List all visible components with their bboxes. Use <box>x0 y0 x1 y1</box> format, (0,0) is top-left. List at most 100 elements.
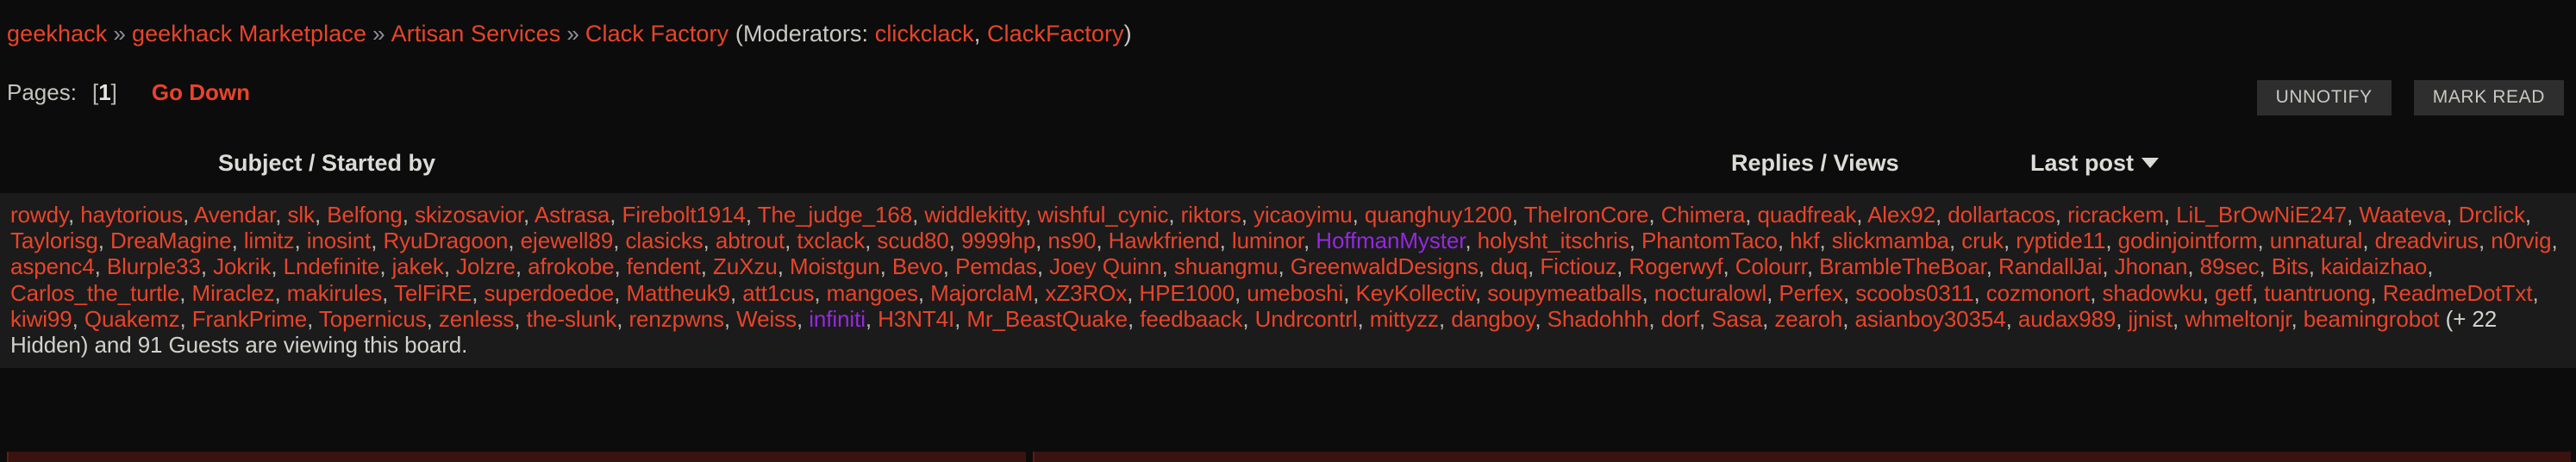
user-online-link[interactable]: BrambleTheBoar <box>1819 253 1986 280</box>
user-online-link[interactable]: unnatural <box>2269 228 2363 254</box>
user-online-link[interactable]: haytorious <box>80 202 184 228</box>
user-online-link[interactable]: RyuDragoon <box>383 228 509 254</box>
user-online-link[interactable]: wishful_cynic <box>1037 202 1169 228</box>
user-online-link[interactable]: rowdy <box>10 202 68 228</box>
user-online-link[interactable]: scoobs0311 <box>1855 279 1974 306</box>
user-online-link[interactable]: Mattheuk9 <box>626 279 730 306</box>
user-online-link[interactable]: quanghuy1200 <box>1364 202 1512 228</box>
user-online-link[interactable]: ricrackem <box>2067 202 2164 228</box>
user-online-link[interactable]: Jolzre <box>456 253 516 280</box>
user-online-link[interactable]: Bits <box>2271 253 2309 280</box>
user-online-link[interactable]: Astrasa <box>534 202 610 228</box>
user-online-link[interactable]: MajorclaM <box>930 279 1034 306</box>
user-online-link[interactable]: dangboy <box>1451 305 1535 332</box>
user-online-link[interactable]: xZ3ROx <box>1045 279 1128 306</box>
user-online-link[interactable]: makirules <box>286 279 383 306</box>
user-online-link[interactable]: Mr_BeastQuake <box>966 305 1128 332</box>
user-online-link[interactable]: inosint <box>306 228 372 254</box>
user-online-link[interactable]: Jhonan <box>2114 253 2188 280</box>
user-online-link[interactable]: ns90 <box>1047 228 1097 254</box>
user-online-link[interactable]: Alex92 <box>1867 202 1935 228</box>
user-online-link[interactable]: zenless <box>438 305 515 332</box>
user-online-link[interactable]: LiL_BrOwNiE247 <box>2176 202 2348 228</box>
user-online-link[interactable]: Miraclez <box>191 279 275 306</box>
user-online-link[interactable]: Perfex <box>1779 279 1843 306</box>
user-online-link[interactable]: Undrcontrl <box>1254 305 1358 332</box>
user-online-link[interactable]: Quakemz <box>84 305 180 332</box>
user-online-link[interactable]: DreaMagine <box>109 228 232 254</box>
user-online-link[interactable]: luminor <box>1231 228 1304 254</box>
user-online-link[interactable]: ReadmeDotTxt <box>2382 279 2533 306</box>
user-online-link[interactable]: Belfong <box>327 202 403 228</box>
user-online-link[interactable]: n0rvig <box>2491 228 2552 254</box>
user-online-link[interactable]: soupymeatballs <box>1487 279 1642 306</box>
user-online-link[interactable]: Colourr <box>1735 253 1807 280</box>
user-online-link[interactable]: quadfreak <box>1757 202 1857 228</box>
user-online-link[interactable]: limitz <box>243 228 295 254</box>
user-online-link[interactable]: audax989 <box>2017 305 2116 332</box>
user-online-link[interactable]: feedbaack <box>1140 305 1243 332</box>
user-online-link[interactable]: 89sec <box>2199 253 2260 280</box>
user-online-link[interactable]: kiwi99 <box>10 305 72 332</box>
user-online-link[interactable]: renzpwns <box>628 305 724 332</box>
user-online-link[interactable]: fendent <box>626 253 701 280</box>
page-number-current[interactable]: 1 <box>98 78 111 105</box>
user-online-link[interactable]: PhantomTaco <box>1641 228 1778 254</box>
user-online-link[interactable]: getf <box>2215 279 2252 306</box>
user-online-link[interactable]: duq <box>1491 253 1529 280</box>
user-online-link[interactable]: mangoes <box>826 279 918 306</box>
user-online-link[interactable]: the-slunk <box>526 305 617 332</box>
user-online-link[interactable]: holysht_itschris <box>1477 228 1629 254</box>
user-online-link[interactable]: cruk <box>1961 228 2004 254</box>
user-online-link[interactable]: ZuXzu <box>713 253 778 280</box>
user-online-link[interactable]: shuangmu <box>1173 253 1279 280</box>
user-online-link[interactable]: Moistgun <box>789 253 880 280</box>
user-online-link[interactable]: jakek <box>391 253 444 280</box>
user-online-link[interactable]: Waateva <box>2359 202 2447 228</box>
column-header-replies-views[interactable]: Replies / Views <box>1731 150 1899 176</box>
user-online-link[interactable]: Pemdas <box>955 253 1037 280</box>
user-online-link[interactable]: kaidaizhao <box>2320 253 2428 280</box>
column-header-subject[interactable]: Subject / Started by <box>218 150 436 176</box>
user-online-link[interactable]: zearoh <box>1774 305 1843 332</box>
user-online-link[interactable]: tuantruong <box>2264 279 2371 306</box>
moderator-link-clickclack[interactable]: clickclack <box>874 21 974 47</box>
user-online-link[interactable]: H3NT4I <box>878 305 955 332</box>
user-online-link[interactable]: att1cus <box>742 279 815 306</box>
user-online-link[interactable]: Taylorisg <box>10 228 98 254</box>
user-online-link[interactable]: TheIronCore <box>1523 202 1649 228</box>
user-online-link[interactable]: TelFiRE <box>393 279 472 306</box>
user-online-link[interactable]: yicaoyimu <box>1253 202 1353 228</box>
user-online-link[interactable]: godinjointform <box>2117 228 2258 254</box>
breadcrumb-item-clack-factory[interactable]: Clack Factory <box>585 21 729 47</box>
user-online-link[interactable]: Shadohhh <box>1547 305 1649 332</box>
user-online-link[interactable]: Fictiouz <box>1540 253 1617 280</box>
breadcrumb-item-marketplace[interactable]: geekhack Marketplace <box>131 21 367 47</box>
go-down-link[interactable]: Go Down <box>151 78 250 105</box>
user-online-link[interactable]: Chimera <box>1660 202 1746 228</box>
user-online-link[interactable]: Jokrik <box>213 253 272 280</box>
user-online-link[interactable]: beamingrobot <box>2303 305 2440 332</box>
user-online-link[interactable]: jjnist <box>2128 305 2173 332</box>
user-online-link[interactable]: widdlekitty <box>924 202 1026 228</box>
user-online-link[interactable]: dorf <box>1660 305 1700 332</box>
user-online-link[interactable]: skizosavior <box>414 202 524 228</box>
user-online-link[interactable]: RandallJai <box>1998 253 2103 280</box>
user-online-link[interactable]: KeyKollectiv <box>1355 279 1475 306</box>
user-online-link[interactable]: nocturalowl <box>1654 279 1767 306</box>
user-online-link[interactable]: umeboshi <box>1247 279 1344 306</box>
user-online-link[interactable]: afrokobe <box>528 253 615 280</box>
user-online-link[interactable]: FrankPrime <box>191 305 308 332</box>
user-online-link[interactable]: Avendar <box>193 202 276 228</box>
user-online-link[interactable]: Weiss <box>736 305 797 332</box>
mark-read-button[interactable]: MARK READ <box>2413 80 2564 116</box>
user-online-link[interactable]: riktors <box>1180 202 1241 228</box>
column-header-last-post[interactable]: Last post <box>2030 150 2160 177</box>
user-online-link[interactable]: Joey Quinn <box>1049 253 1162 280</box>
user-online-link[interactable]: whmeltonjr <box>2185 305 2292 332</box>
user-online-link[interactable]: Topernicus <box>318 305 427 332</box>
user-online-link[interactable]: abtrout <box>715 228 785 254</box>
user-online-link[interactable]: clasicks <box>625 228 703 254</box>
user-online-link[interactable]: asianboy30354 <box>1854 305 2006 332</box>
user-online-link[interactable]: Firebolt1914 <box>622 202 746 228</box>
